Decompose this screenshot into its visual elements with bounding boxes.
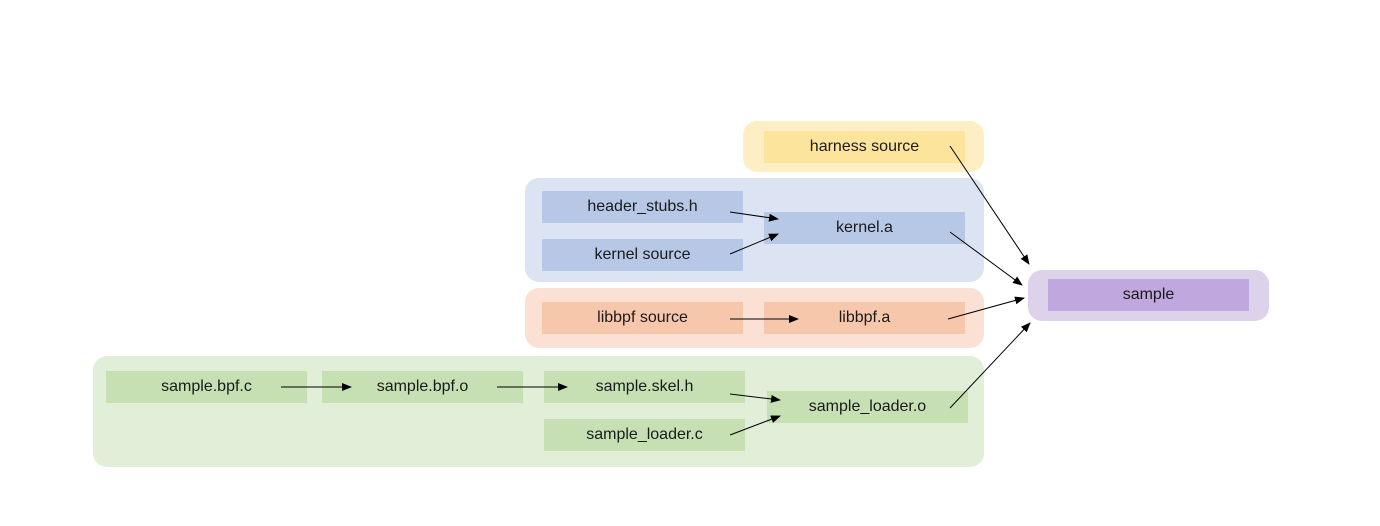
- sample-loader-c-node: sample_loader.c: [544, 419, 745, 451]
- sample-bpf-o-node: sample.bpf.o: [322, 371, 523, 403]
- sample-bpf-c-node: sample.bpf.c: [106, 371, 307, 403]
- sample-skel-h-node: sample.skel.h: [544, 371, 745, 403]
- header-stubs-node: header_stubs.h: [542, 191, 743, 223]
- harness-source-node: harness source: [764, 131, 965, 163]
- kernel-source-node: kernel source: [542, 239, 743, 271]
- kernel-a-node: kernel.a: [764, 212, 965, 244]
- sample-node: sample: [1048, 279, 1249, 311]
- sample-loader-o-node: sample_loader.o: [767, 391, 968, 423]
- libbpf-source-node: libbpf source: [542, 302, 743, 334]
- libbpf-a-node: libbpf.a: [764, 302, 965, 334]
